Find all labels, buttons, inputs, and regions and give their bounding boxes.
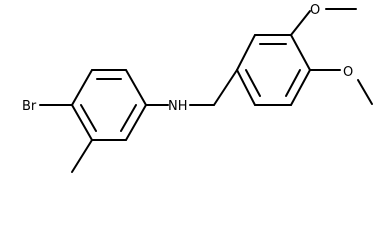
bromine-label: Br — [22, 99, 37, 114]
methoxy-right-oxygen-label: O — [343, 65, 353, 80]
left-benzene-ring — [71, 69, 147, 141]
structure-diagram: Br NH O O — [22, 3, 373, 173]
right-benzene-ring — [236, 34, 311, 106]
methoxy-top-oxygen-bond — [290, 10, 311, 36]
molecule-drawing: Br NH O O — [22, 3, 373, 173]
methylene-aryl-bond — [213, 69, 238, 106]
methyl-bond — [71, 139, 93, 173]
methoxy-right-methyl-bond — [357, 79, 373, 105]
amine-label: NH — [168, 99, 188, 114]
methoxy-top-oxygen-label: O — [310, 3, 320, 18]
